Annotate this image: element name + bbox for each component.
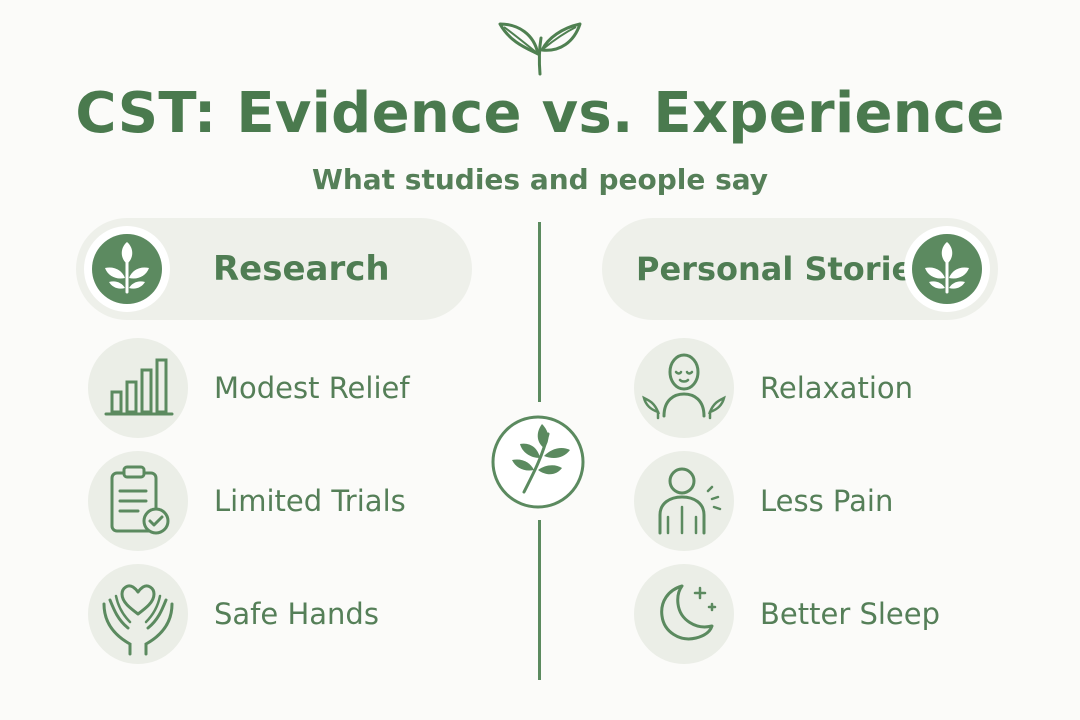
divider-line-bottom [538,520,541,680]
list-item-label: Limited Trials [214,484,406,518]
list-item-limited-trials: Limited Trials [88,451,488,555]
research-header: Research [76,218,472,320]
personal-stories-label: Personal Stories [636,250,933,288]
leaf-branch-icon [491,415,585,509]
moon-stars-icon [660,584,717,641]
research-label: Research [213,249,390,289]
calm-face-icon [642,353,726,420]
hands-heart-icon [102,584,174,656]
list-item-better-sleep: Better Sleep [634,564,1034,668]
list-item-less-pain: Less Pain [634,451,1034,555]
shoulder-pain-icon [658,467,722,535]
list-item-safe-hands: Safe Hands [88,564,488,668]
list-item-modest-relief: Modest Relief [88,338,488,442]
list-item-label: Less Pain [760,484,894,518]
personal-stories-header: Personal Stories [602,218,998,320]
page-title: CST: Evidence vs. Experience [75,81,1005,146]
personal-stories-header-badge [904,226,990,312]
divider-line-top [538,222,541,402]
list-item-label: Safe Hands [214,597,379,631]
clipboard-check-icon [110,465,170,535]
sprout-icon [498,22,582,76]
leaf-sprout-icon [105,242,149,294]
list-item-label: Better Sleep [760,597,941,631]
list-item-label: Relaxation [760,371,914,405]
research-header-badge [84,226,170,312]
list-item-relaxation: Relaxation [634,338,1034,442]
bar-chart-icon [104,358,174,416]
leaf-sprout-icon [925,242,969,294]
page-subtitle: What studies and people say [311,163,769,196]
list-item-label: Modest Relief [214,371,410,405]
